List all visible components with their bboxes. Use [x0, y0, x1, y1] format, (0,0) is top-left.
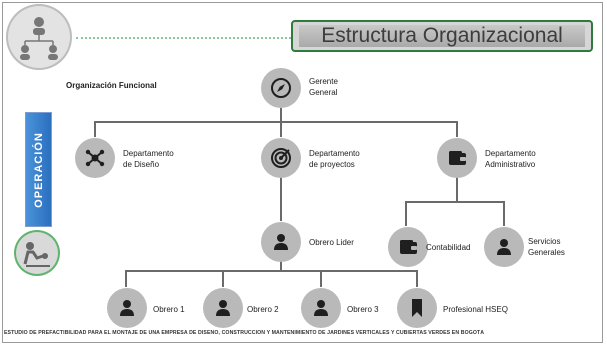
compass-icon — [271, 78, 291, 98]
side-label: OPERACIÓN — [32, 131, 45, 208]
obrero3-label: Obrero 3 — [347, 305, 379, 314]
obrero1-node — [107, 288, 147, 328]
person-icon — [216, 300, 230, 316]
connector — [320, 270, 322, 287]
obrero3-node — [301, 288, 341, 328]
connector — [280, 177, 282, 221]
wallet-icon — [400, 240, 417, 254]
worker-logo-icon — [16, 232, 58, 274]
target-icon — [271, 148, 291, 168]
obrero1-label: Obrero 1 — [153, 305, 185, 314]
org-chart-logo-icon — [8, 6, 70, 68]
person-icon — [314, 300, 328, 316]
connector — [125, 270, 127, 287]
hseq-node — [397, 288, 437, 328]
obrero2-label: Obrero 2 — [247, 305, 279, 314]
title-connector — [76, 37, 291, 39]
administrativo-node — [437, 138, 477, 178]
connector — [416, 270, 418, 287]
connector — [503, 201, 505, 226]
diseno-node — [75, 138, 115, 178]
title-box: Estructura Organizacional — [291, 20, 593, 52]
gerente-node — [261, 68, 301, 108]
proyectos-node — [261, 138, 301, 178]
connector — [280, 261, 282, 271]
header-label: Organización Funcional — [66, 81, 157, 90]
connector — [94, 121, 96, 137]
contabilidad-label: Contabilidad — [426, 243, 471, 252]
footer-caption: ESTUDIO DE PREFACTIBILIDAD PARA EL MONTA… — [4, 330, 485, 336]
connector — [405, 201, 407, 226]
obrero-lider-node — [261, 222, 301, 262]
connector — [94, 121, 457, 123]
connector — [280, 108, 282, 122]
contabilidad-node — [388, 227, 428, 267]
servicios-node — [484, 227, 524, 267]
connector — [280, 121, 282, 137]
obrero-lider-label: Obrero Lider — [309, 238, 354, 247]
connector — [456, 121, 458, 137]
page-title: Estructura Organizacional — [299, 24, 585, 47]
connector — [405, 201, 505, 203]
network-icon — [85, 149, 105, 167]
obrero2-node — [203, 288, 243, 328]
side-bar — [25, 112, 52, 227]
connector — [125, 270, 417, 272]
person-icon — [120, 300, 134, 316]
connector — [456, 177, 458, 202]
person-icon — [497, 239, 511, 255]
person-icon — [274, 234, 288, 250]
wallet-icon — [449, 151, 466, 165]
hseq-label: Profesional HSEQ — [443, 305, 508, 314]
connector — [222, 270, 224, 287]
bookmark-icon — [412, 299, 422, 317]
